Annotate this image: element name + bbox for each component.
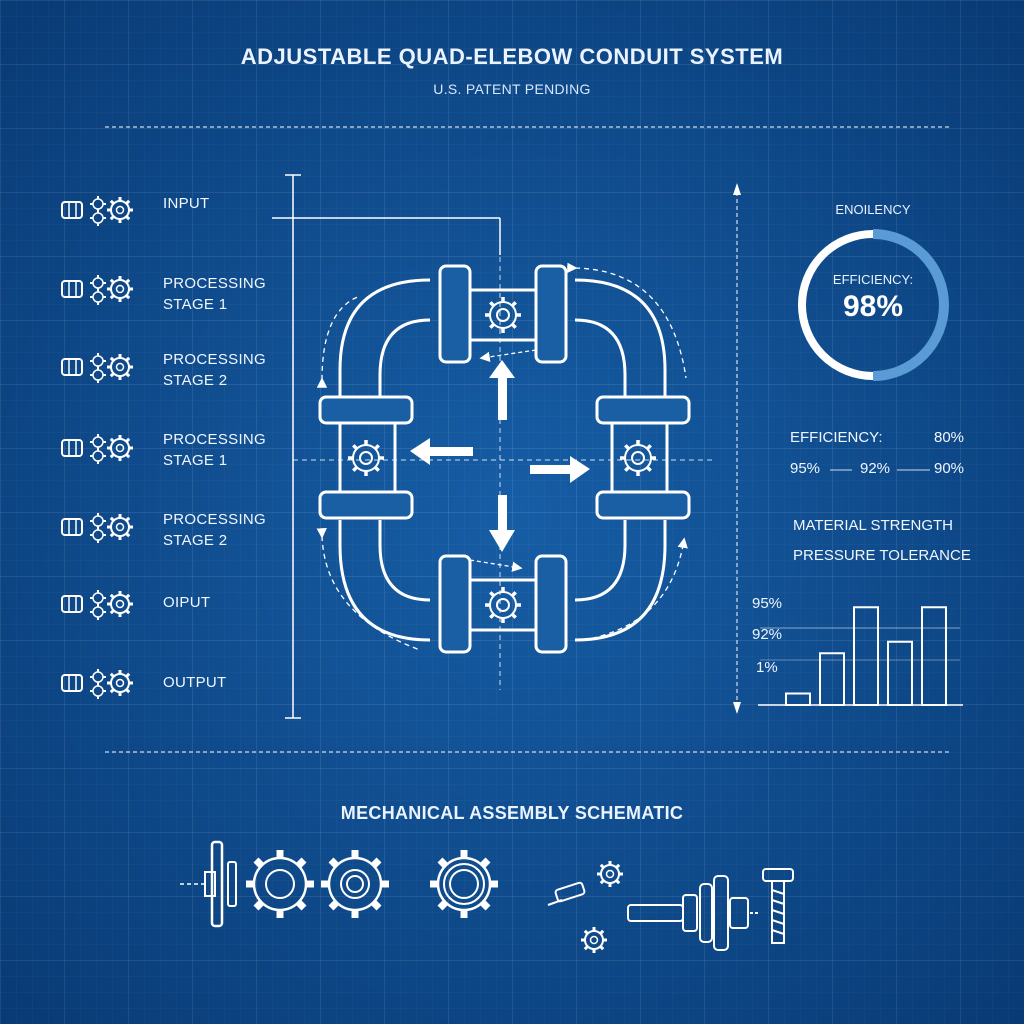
efficiency-heading: ENOILENCY (835, 202, 911, 217)
efficiency-ring (798, 229, 949, 381)
section-title: MECHANICAL ASSEMBLY SCHEMATIC (340, 803, 684, 823)
bar-2 (819, 652, 845, 706)
stage-6-gear-icon (62, 590, 133, 620)
top-gear-icon (483, 295, 523, 335)
stage-label: INPUT (163, 195, 210, 212)
bar-tick-label: 92% (752, 626, 783, 643)
right-gear-icon (618, 438, 658, 478)
bar-3 (853, 606, 879, 706)
drive-gear-icon (430, 850, 498, 918)
metrics-bar-chart (758, 606, 963, 706)
stage-4-gear-icon (62, 434, 133, 464)
stage-label: OUTPUT (163, 674, 227, 691)
stats-value: 90% (934, 460, 965, 477)
stage-7-gear-icon (62, 669, 133, 699)
small-gear-bottom-icon (579, 925, 609, 955)
bar-5 (921, 606, 947, 706)
stage-label: OIPUT (163, 594, 211, 611)
bolt-icon (762, 868, 794, 944)
stage-5-gear-icon (62, 513, 133, 543)
flow-arrows (410, 360, 590, 552)
stats-value: 92% (860, 460, 891, 477)
stats-label: EFFICIENCY: (790, 429, 883, 446)
diagram-title: ADJUSTABLE QUAD-ELEBOW CONDUIT SYSTEM (240, 44, 784, 69)
stage-3-gear-icon (62, 353, 133, 383)
stats-value: 95% (790, 460, 821, 477)
medium-gear-icon (321, 850, 389, 918)
shaft-assembly (547, 875, 760, 951)
large-gear-icon (246, 850, 314, 918)
bottom-gear-icon (483, 585, 523, 625)
shaft-stub-icon (204, 871, 216, 897)
quad-elbow-conduit (272, 174, 715, 719)
efficiency-value: 98% (842, 290, 904, 323)
stats-top-value: 80% (934, 429, 965, 446)
small-gear-top-icon (595, 859, 625, 889)
bar-tick-label: 95% (752, 595, 783, 612)
mechanical-parts (180, 840, 237, 928)
stage-icons (62, 196, 133, 699)
metric-label-strength: MATERIAL STRENGTH (793, 517, 954, 534)
bar-tick-label: 1% (756, 659, 778, 676)
stage-1-gear-icon (62, 196, 133, 226)
left-gear-icon (346, 438, 386, 478)
stage-2-gear-icon (62, 275, 133, 305)
flange-plate-icon (210, 840, 224, 928)
efficiency-label: EFFICIENCY: (832, 272, 914, 287)
diagram-subtitle: U.S. PATENT PENDING (433, 81, 591, 97)
metric-label-pressure: PRESSURE TOLERANCE (793, 547, 971, 564)
bar-1 (785, 692, 811, 706)
bar-4 (887, 640, 913, 706)
